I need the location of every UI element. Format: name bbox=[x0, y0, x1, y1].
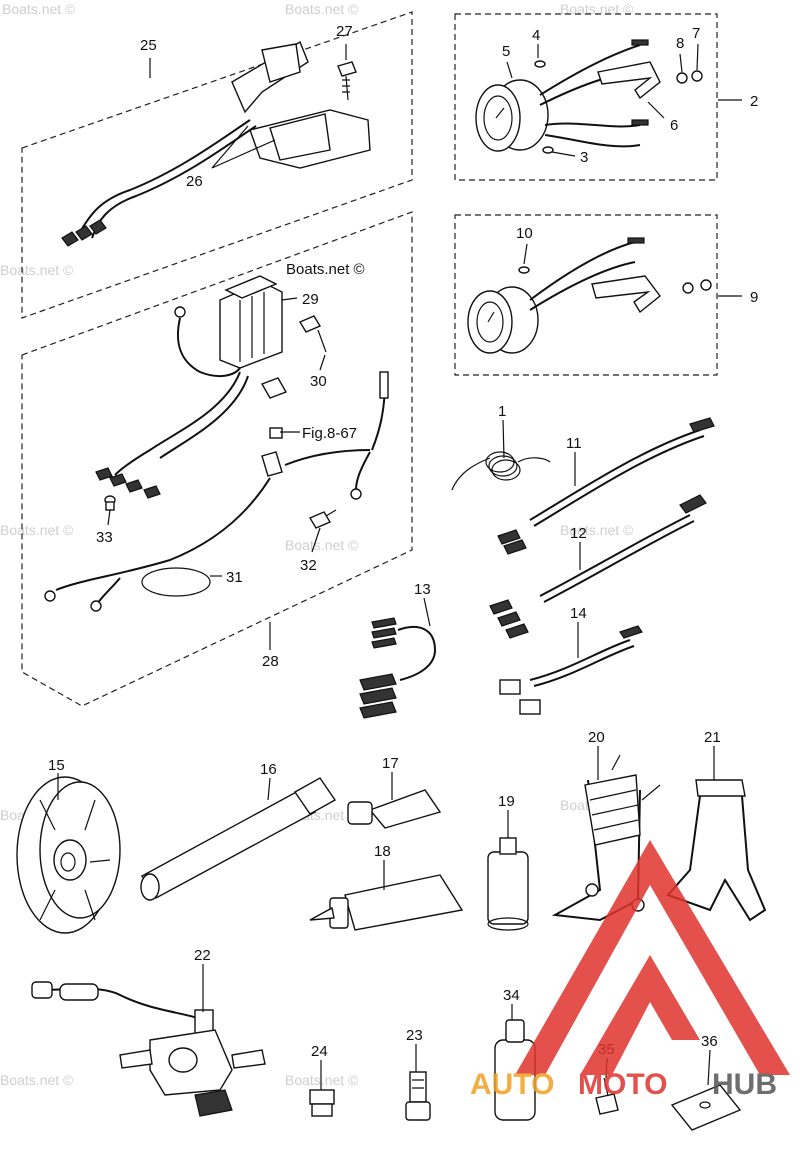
callout-36: 36 bbox=[701, 1033, 718, 1050]
watermark-text: Boats.net © bbox=[2, 1, 76, 17]
logo-text-moto: MOTO bbox=[578, 1068, 667, 1101]
clip-33 bbox=[104, 495, 116, 511]
stator-coil-assembly bbox=[61, 40, 371, 247]
callout-1: 1 bbox=[498, 403, 506, 420]
fitting-24 bbox=[309, 1089, 335, 1117]
watermark-text: Boats.net © bbox=[560, 522, 634, 538]
callout-28: 28 bbox=[262, 653, 279, 670]
gauge-tachometer bbox=[475, 39, 703, 154]
callout-22: 22 bbox=[194, 947, 211, 964]
callout-18: 18 bbox=[374, 843, 391, 860]
bolt-32 bbox=[308, 509, 337, 529]
callout-23: 23 bbox=[406, 1027, 423, 1044]
diagram-watermark-label: Boats.net © bbox=[286, 261, 365, 278]
wire-lead-11 bbox=[497, 417, 715, 555]
group-box-2 bbox=[454, 13, 718, 181]
fuel-primer-22 bbox=[31, 981, 266, 1117]
spring-1 bbox=[451, 451, 551, 491]
callout-12: 12 bbox=[570, 525, 587, 542]
callout-16: 16 bbox=[260, 761, 277, 778]
callout-25: 25 bbox=[140, 37, 157, 54]
callout-34: 34 bbox=[503, 987, 520, 1004]
can-19 bbox=[487, 837, 529, 931]
callout-13: 13 bbox=[414, 581, 431, 598]
callout-2: 2 bbox=[750, 93, 758, 110]
sealant-tube-18 bbox=[309, 874, 464, 931]
callout-21: 21 bbox=[704, 729, 721, 746]
callout-4: 4 bbox=[532, 27, 540, 44]
watermark-text: Boats.net © bbox=[0, 1072, 74, 1088]
bolt-30 bbox=[298, 315, 327, 353]
callout-7: 7 bbox=[692, 25, 700, 42]
stand-21 bbox=[666, 779, 767, 922]
callout-11: 11 bbox=[566, 435, 582, 452]
watermark-text: Boats.net © bbox=[0, 262, 74, 278]
callout-33: 33 bbox=[96, 529, 113, 546]
callout-fig-ref: Fig.8-67 bbox=[302, 425, 357, 442]
watermark-text: Boats.net © bbox=[285, 1, 359, 17]
logo-text-hub: HUB bbox=[712, 1068, 777, 1101]
callout-8: 8 bbox=[676, 35, 684, 52]
valve-23 bbox=[405, 1071, 431, 1121]
logo-text-auto: AUTO bbox=[470, 1068, 554, 1101]
group-box-28 bbox=[21, 211, 413, 707]
bolt-27 bbox=[337, 61, 357, 101]
callout-14: 14 bbox=[570, 605, 587, 622]
callout-31: 31 bbox=[226, 569, 243, 586]
flywheel-puller-15 bbox=[16, 776, 121, 934]
group-box-9 bbox=[454, 214, 718, 376]
callout-3: 3 bbox=[580, 149, 588, 166]
callout-20: 20 bbox=[588, 729, 605, 746]
sensor-35 bbox=[595, 1077, 619, 1115]
connector-13 bbox=[359, 617, 437, 719]
callout-10: 10 bbox=[516, 225, 533, 242]
wire-lead-12 bbox=[489, 494, 707, 639]
watermark-text: Boats.net © bbox=[285, 537, 359, 553]
automotohub-logo: AUTO MOTO HUB bbox=[470, 840, 790, 1101]
part-callouts: 25 27 26 5 4 8 7 2 6 3 10 9 29 30 Fig.8-… bbox=[48, 23, 758, 1060]
callout-32: 32 bbox=[300, 557, 317, 574]
wire-lead-14 bbox=[499, 625, 643, 715]
callout-9: 9 bbox=[750, 289, 758, 306]
rectifier-regulator bbox=[174, 275, 283, 378]
leader-lines bbox=[57, 43, 742, 1090]
callout-17: 17 bbox=[382, 755, 399, 772]
watermark-text: Boats.net © bbox=[0, 522, 74, 538]
main-wire-harness bbox=[44, 371, 389, 612]
callout-15: 15 bbox=[48, 757, 65, 774]
callout-29: 29 bbox=[302, 291, 319, 308]
gauge-trim-meter bbox=[467, 237, 712, 354]
grease-tube-17 bbox=[347, 789, 442, 829]
watermark-text: Boats.net © bbox=[560, 1, 634, 17]
callout-6: 6 bbox=[670, 117, 678, 134]
callout-30: 30 bbox=[310, 373, 327, 390]
watermark-text: Boats.net © bbox=[285, 1072, 359, 1088]
callout-19: 19 bbox=[498, 793, 515, 810]
callout-5: 5 bbox=[502, 43, 510, 60]
callout-27: 27 bbox=[336, 23, 353, 40]
callout-24: 24 bbox=[311, 1043, 328, 1060]
tube-16 bbox=[140, 777, 337, 901]
pad-36 bbox=[670, 1084, 742, 1131]
callout-26: 26 bbox=[186, 173, 203, 190]
